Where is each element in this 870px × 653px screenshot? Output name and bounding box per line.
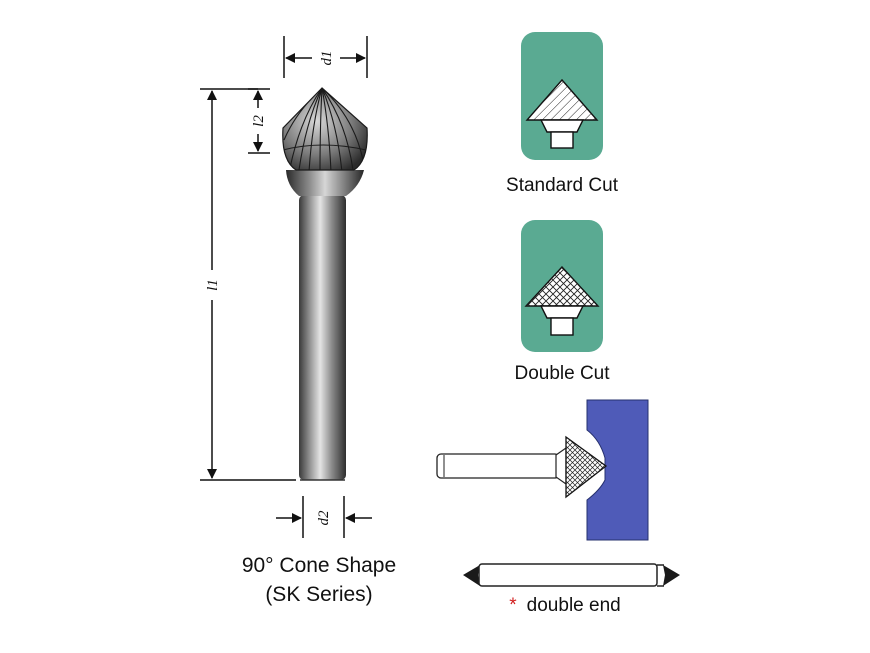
- burr-flutes: [282, 88, 367, 170]
- tool-neck: [555, 446, 567, 486]
- burr-illustration: [282, 87, 368, 481]
- dimension-l1: l1: [200, 88, 296, 481]
- burr-cone-head: [282, 87, 368, 171]
- dimension-d1-label: d1: [319, 51, 335, 66]
- shape-caption-line1: 90° Cone Shape: [241, 554, 397, 577]
- dimension-l2-label: l2: [251, 115, 267, 127]
- asterisk-marker: *: [509, 595, 517, 616]
- dimension-l1-label: l1: [205, 279, 221, 291]
- standard-cut-caption: Standard Cut: [506, 175, 618, 196]
- application-illustration: [436, 399, 649, 541]
- burr-neck: [286, 170, 364, 196]
- shape-caption-line2: (SK Series): [265, 583, 373, 606]
- workpiece: [586, 399, 649, 541]
- double-end-caption: * double end: [480, 595, 650, 617]
- cone-cross-cut-icon: [521, 220, 603, 352]
- burr-shank: [299, 195, 346, 480]
- double-end-tool: [463, 563, 680, 587]
- dimension-d1: d1: [283, 36, 368, 78]
- dimension-d2-label: d2: [316, 510, 332, 526]
- double-cut-caption: Double Cut: [514, 363, 610, 384]
- double-end-label: double end: [526, 595, 621, 616]
- tool-shank: [436, 453, 560, 479]
- dimension-d2: d2: [276, 496, 372, 538]
- dimension-l2: l2: [248, 88, 270, 154]
- cone-single-cut-icon: [521, 32, 603, 160]
